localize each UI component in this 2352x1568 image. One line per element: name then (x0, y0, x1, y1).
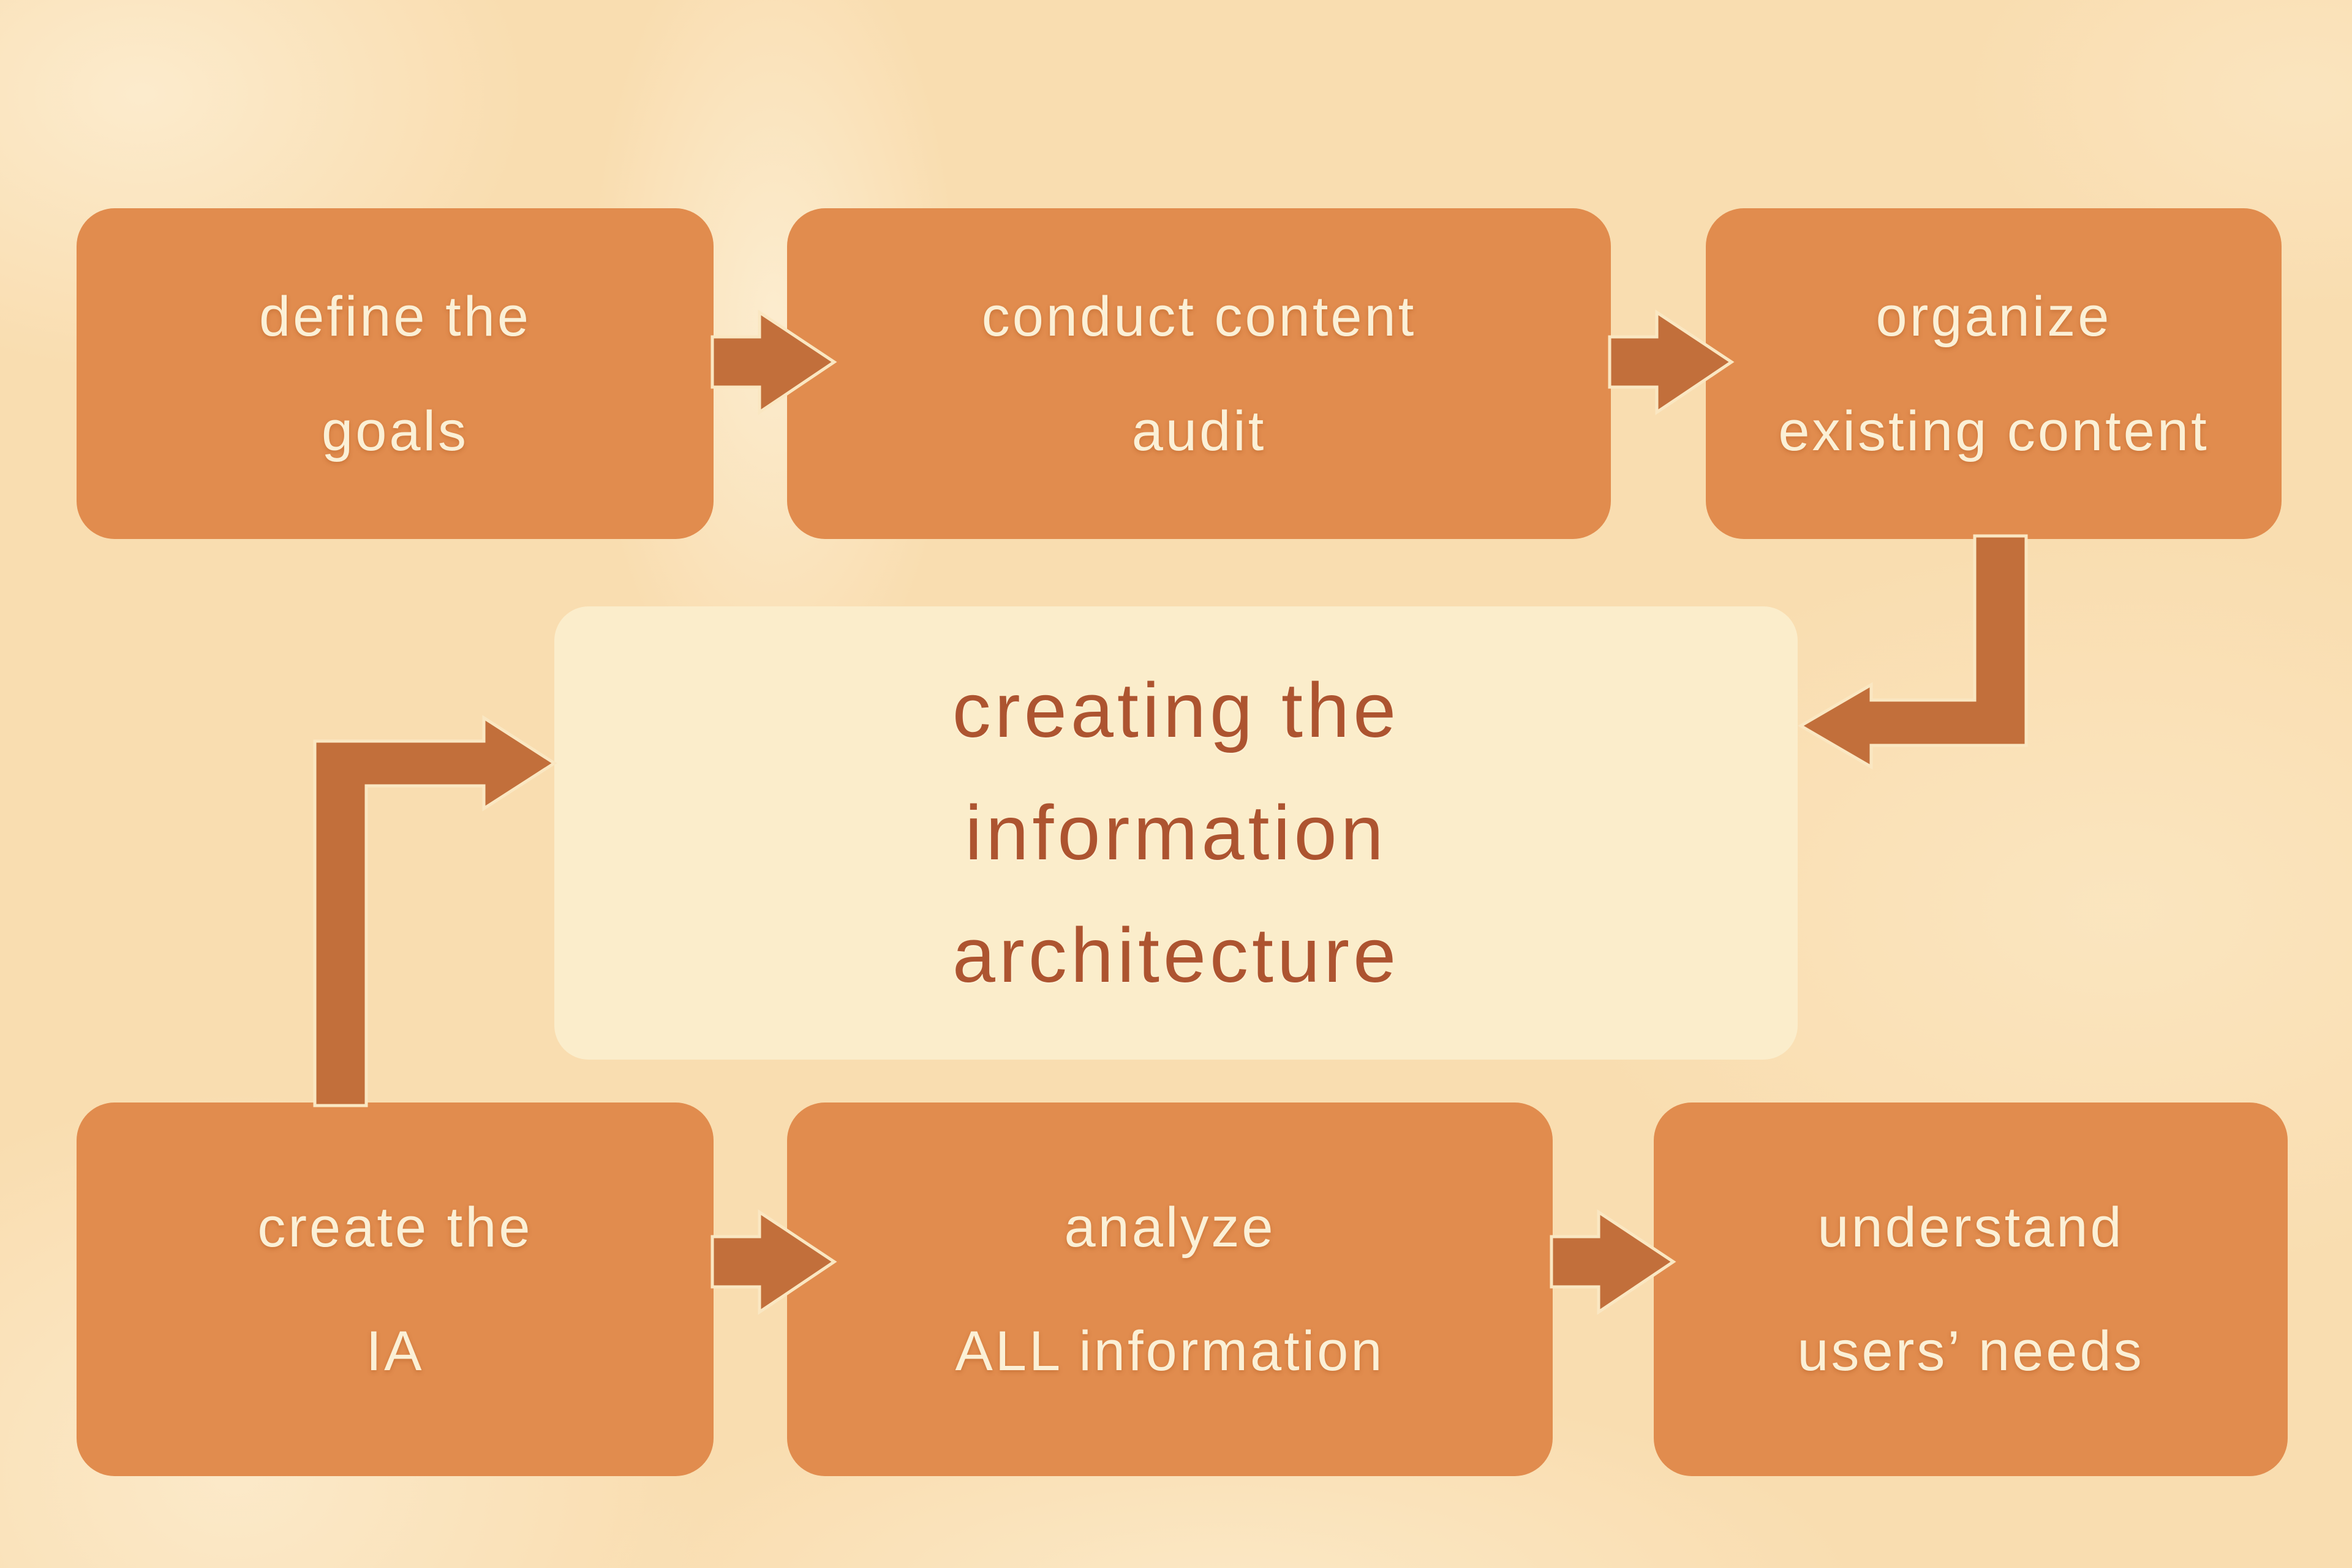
node-label-line: analyze (1064, 1196, 1276, 1259)
node-label-line: understand (1817, 1196, 2124, 1259)
node-creating-information-architecture: creating the information architecture (554, 606, 1798, 1060)
center-title-line: creating the (952, 667, 1400, 753)
node-label-line: organize (1875, 285, 2112, 348)
node-label-line: goals (322, 399, 469, 462)
node-define-goals: define the goals (77, 208, 714, 539)
node-label-line: create the (257, 1196, 533, 1259)
node-label-line: existing content (1778, 399, 2209, 462)
node-label-line: define the (258, 285, 532, 348)
node-organize-existing-content: organize existing content (1706, 208, 2282, 539)
node-understand-users-needs: understand users’ needs (1654, 1102, 2288, 1476)
node-label-line: ALL information (955, 1320, 1385, 1382)
node-label-line: conduct content (981, 285, 1417, 348)
elbow-arrow-up-right-icon (313, 715, 557, 1107)
node-label-line: audit (1131, 399, 1267, 462)
center-title-line: architecture (952, 912, 1400, 998)
node-conduct-content-audit: conduct content audit (787, 208, 1611, 539)
node-analyze-all-information: analyze ALL information (787, 1102, 1553, 1476)
center-title-line: information (965, 790, 1387, 876)
elbow-arrow-down-left-icon (1798, 534, 2028, 770)
node-create-the-ia: create the IA (77, 1102, 714, 1476)
node-label-line: IA (366, 1320, 424, 1382)
node-label-line: users’ needs (1797, 1320, 2144, 1382)
